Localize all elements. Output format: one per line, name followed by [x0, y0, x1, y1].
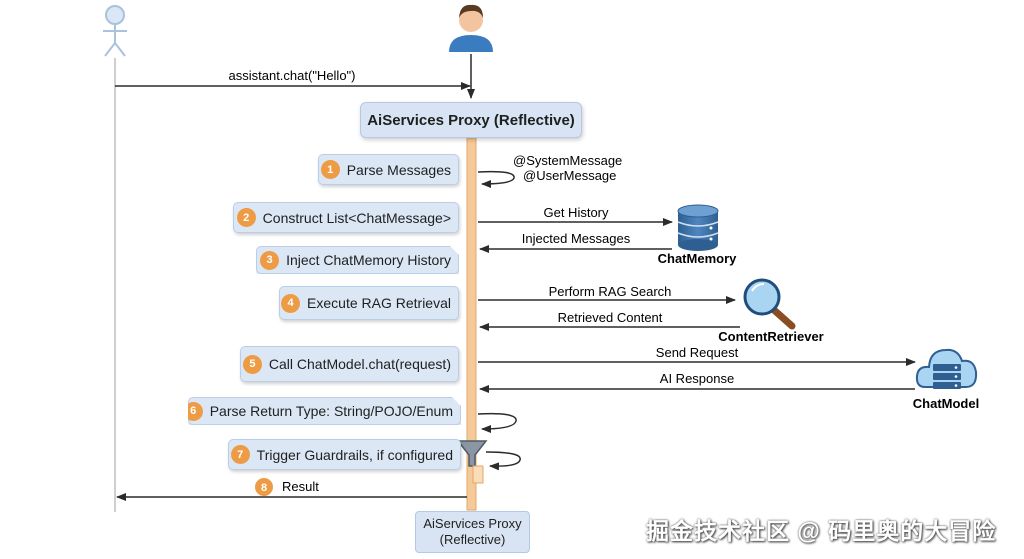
database-icon	[677, 204, 719, 251]
msg-send-request: Send Request	[656, 345, 739, 360]
call-label: assistant.chat("Hello")	[229, 68, 356, 83]
svg-text:8: 8	[261, 482, 267, 494]
step-label: Inject ChatMemory History	[286, 252, 451, 268]
participant-chat-model: ChatModel	[913, 396, 979, 411]
magnifier-icon	[743, 278, 796, 330]
step-6-parse-return-type: 6 Parse Return Type: String/POJO/Enum	[188, 397, 461, 425]
step-2-construct-list: 2 Construct List<ChatMessage>	[233, 202, 459, 233]
step-label: Parse Messages	[346, 161, 451, 178]
msg-get-history: Get History	[543, 205, 609, 220]
step-badge: 3	[260, 251, 279, 270]
step-label: Execute RAG Retrieval	[307, 295, 451, 311]
msg-retrieved-content: Retrieved Content	[558, 310, 663, 325]
step-badge: 1	[320, 160, 340, 179]
actor-icon	[103, 5, 127, 57]
step-badge: 6	[184, 402, 203, 421]
proxy-footer: AiServices Proxy (Reflective)	[415, 511, 530, 553]
step-label: Construct List<ChatMessage>	[262, 209, 451, 226]
user-avatar-icon	[449, 4, 493, 52]
step-badge: 7	[230, 445, 250, 464]
result-label: Result	[282, 479, 319, 494]
proxy-footer-line2: (Reflective)	[439, 532, 506, 547]
step-7-trigger-guardrails: 7 Trigger Guardrails, if configured	[228, 439, 461, 470]
proxy-header: AiServices Proxy (Reflective)	[360, 102, 582, 138]
msg-ai-response: AI Response	[660, 371, 734, 386]
step-badge: 2	[236, 208, 256, 227]
step-3-inject-memory: 3 Inject ChatMemory History	[256, 246, 459, 274]
cloud-server-icon	[915, 348, 978, 389]
funnel-icon	[456, 440, 488, 467]
annotation-user-message: @UserMessage	[523, 168, 616, 183]
step-label: Trigger Guardrails, if configured	[256, 446, 453, 463]
step-1-parse-messages: 1 Parse Messages	[318, 154, 459, 185]
watermark: 掘金技术社区 @ 码里奥的大冒险	[646, 518, 997, 544]
step-label: Parse Return Type: String/POJO/Enum	[209, 403, 453, 419]
proxy-footer-line1: AiServices Proxy	[423, 516, 522, 531]
step-badge: 4	[281, 293, 301, 313]
step-label: Call ChatModel.chat(request)	[268, 356, 451, 372]
step-badge: 5	[242, 354, 262, 374]
msg-perform-rag: Perform RAG Search	[549, 284, 672, 299]
msg-injected-messages: Injected Messages	[522, 231, 631, 246]
step-4-rag-retrieval: 4 Execute RAG Retrieval	[279, 286, 459, 320]
participant-chat-memory: ChatMemory	[658, 251, 738, 266]
participant-content-retriever: ContentRetriever	[718, 329, 823, 344]
step-8-badge: 8	[255, 478, 273, 496]
proxy-lifeline	[466, 137, 477, 511]
step-5-call-chat-model: 5 Call ChatModel.chat(request)	[240, 346, 459, 382]
annotation-system-message: @SystemMessage	[513, 153, 622, 168]
